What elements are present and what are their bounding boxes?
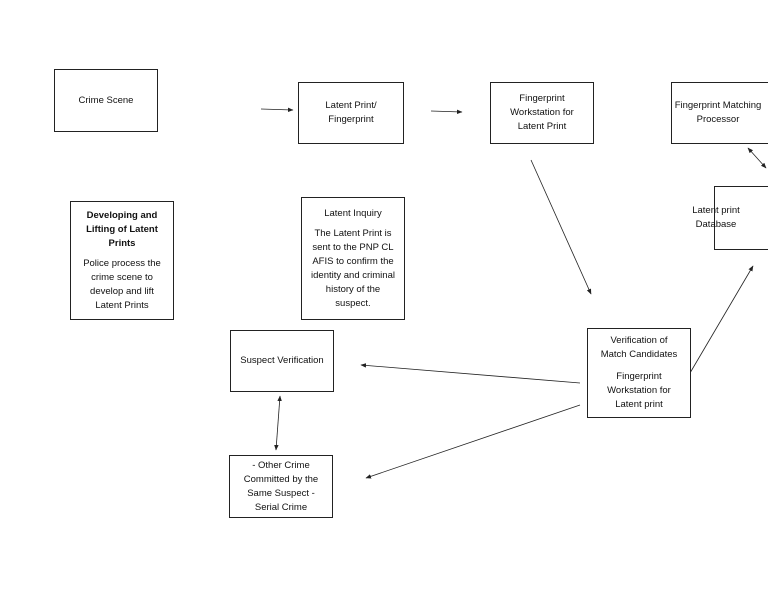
- latent-inquiry-title: Latent Inquiry: [324, 207, 382, 219]
- latent-print-box: Latent Print/ Fingerprint: [298, 82, 404, 144]
- latent-inquiry-description: The Latent Print is sent to the PNP CL A…: [311, 227, 395, 309]
- other-crime-box: - Other Crime Committed by the Same Susp…: [229, 455, 333, 518]
- verification-title: Verification of Match Candidates: [600, 335, 678, 360]
- arrow-verification-to-suspect: [360, 363, 581, 384]
- matching-processor-label: Fingerprint Matching Processor: [674, 100, 762, 125]
- developing-box: Developing and Lifting of Latent Prints …: [70, 201, 174, 320]
- arrow-processor-database: [747, 147, 767, 169]
- database-box: [714, 186, 768, 250]
- crime-scene-box: Crime Scene: [54, 69, 158, 132]
- arrow-latent-print-to-workstation: [430, 109, 463, 115]
- suspect-verification-label: Suspect Verification: [240, 355, 324, 366]
- verification-description: Fingerprint Workstation for Latent print: [607, 371, 671, 410]
- workstation-label: Fingerprint Workstation for Latent Print: [510, 93, 574, 132]
- arrow-verification-to-database: [689, 265, 754, 374]
- matching-processor-box: Fingerprint Matching Processor: [671, 82, 768, 144]
- arrow-workstation-to-verification: [530, 159, 592, 295]
- developing-description: Police process the crime scene to develo…: [83, 257, 161, 311]
- arrow-verification-to-other-crime: [365, 404, 581, 479]
- developing-title: Developing and Lifting of Latent Prints: [86, 209, 158, 249]
- database-label: Latent print Database: [692, 205, 740, 230]
- arrow-crime-scene-to-latent-print: [260, 107, 294, 113]
- verification-box: Verification of Match Candidates Fingerp…: [587, 328, 691, 418]
- latent-print-label: Latent Print/ Fingerprint: [325, 100, 377, 125]
- latent-inquiry-box: Latent Inquiry The Latent Print is sent …: [301, 197, 405, 320]
- suspect-verification-box: Suspect Verification: [230, 330, 334, 392]
- crime-scene-label: Crime Scene: [78, 94, 134, 106]
- other-crime-label: - Other Crime Committed by the Same Susp…: [243, 459, 319, 513]
- arrow-suspect-other-crime: [274, 395, 282, 451]
- workstation-box: Fingerprint Workstation for Latent Print: [490, 82, 594, 144]
